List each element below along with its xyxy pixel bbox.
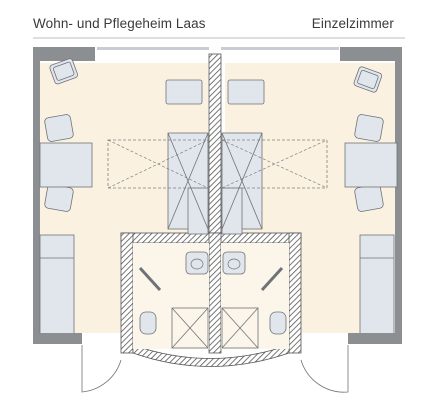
door-swing-left xyxy=(81,345,122,393)
ceiling-diag-right-2 xyxy=(221,139,328,189)
ceiling-diag-left-2 xyxy=(107,139,209,189)
grab-bar-left xyxy=(138,266,162,292)
plan-title: Wohn- und Pflegeheim Laas xyxy=(33,16,206,31)
wall-bathroom-right xyxy=(288,232,302,354)
bed-left xyxy=(39,234,75,336)
ceiling-outline-left xyxy=(107,139,209,189)
wall-bathroom-middle xyxy=(208,232,222,354)
facade-window-right xyxy=(221,47,339,50)
chair-left-2 xyxy=(44,184,74,212)
armchair-top-right xyxy=(353,66,383,93)
wall-top-left xyxy=(33,47,95,61)
facade-window-left xyxy=(97,47,209,50)
wall-center-partition xyxy=(208,53,222,235)
wall-left xyxy=(33,47,40,344)
toilet-right xyxy=(269,311,287,335)
wall-bathroom-bottom xyxy=(132,344,290,367)
room-type-label: Einzelzimmer xyxy=(311,16,394,31)
sink-right xyxy=(222,251,246,275)
chair-right-1 xyxy=(354,114,384,142)
shower-left xyxy=(171,307,209,349)
wall-right xyxy=(395,47,402,344)
table-right xyxy=(344,142,398,188)
door-swing-right xyxy=(300,345,349,393)
shower-right xyxy=(221,307,259,349)
ceiling-outline-right xyxy=(221,139,328,189)
sink-left xyxy=(185,251,209,275)
wall-bathroom-left xyxy=(120,232,134,354)
table-left xyxy=(39,142,93,188)
grab-bar-right xyxy=(260,266,284,292)
wall-bottom-left xyxy=(33,333,82,344)
chair-top-center-right xyxy=(227,79,265,105)
wall-bottom-right xyxy=(348,333,402,344)
chair-left-1 xyxy=(44,114,74,142)
storage-left xyxy=(187,187,209,235)
bed-right xyxy=(359,234,395,336)
storage-right xyxy=(221,187,243,235)
chair-right-2 xyxy=(354,184,384,212)
toilet-left xyxy=(139,311,157,335)
wall-top-right xyxy=(340,47,402,61)
chair-top-center-left xyxy=(165,79,203,105)
armchair-top-left xyxy=(49,58,78,85)
